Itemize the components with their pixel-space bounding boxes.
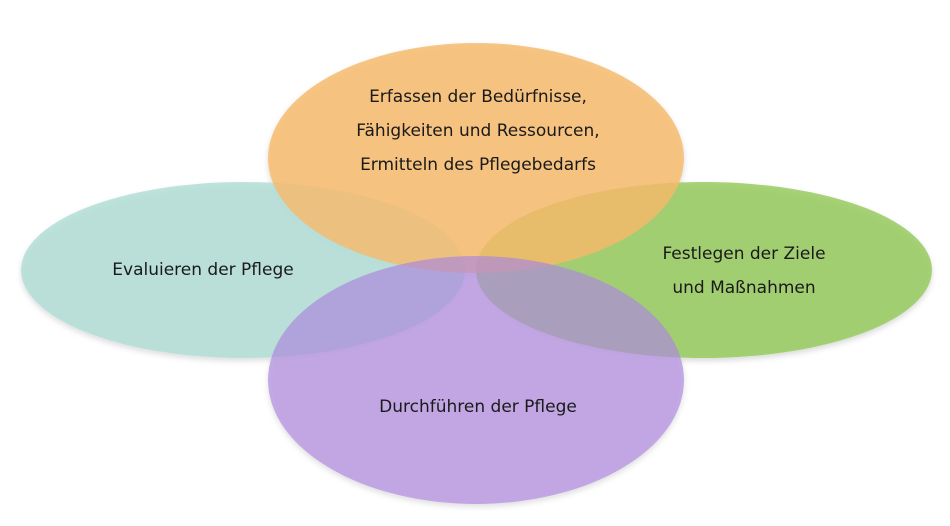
label-right: Festlegen der Ziele und Maßnahmen (626, 237, 862, 305)
label-bottom-line-1: Durchführen der Pflege (379, 397, 577, 417)
label-top-line-1: Erfassen der Bedürfnisse, (369, 87, 587, 107)
label-right-line-2: und Maßnahmen (672, 278, 816, 298)
label-right-line-1: Festlegen der Ziele (662, 244, 826, 264)
label-top: Erfassen der Bedürfnisse, Fähigkeiten un… (330, 80, 626, 182)
ellipse-top (268, 43, 684, 273)
ellipse-bottom (268, 256, 684, 504)
label-top-line-3: Ermitteln des Pflegebedarfs (360, 155, 596, 175)
label-top-line-2: Fähigkeiten und Ressourcen, (356, 121, 600, 141)
label-left-line-1: Evaluieren der Pflege (112, 260, 294, 280)
label-bottom: Durchführen der Pflege (320, 390, 636, 424)
label-left: Evaluieren der Pflege (60, 253, 346, 287)
